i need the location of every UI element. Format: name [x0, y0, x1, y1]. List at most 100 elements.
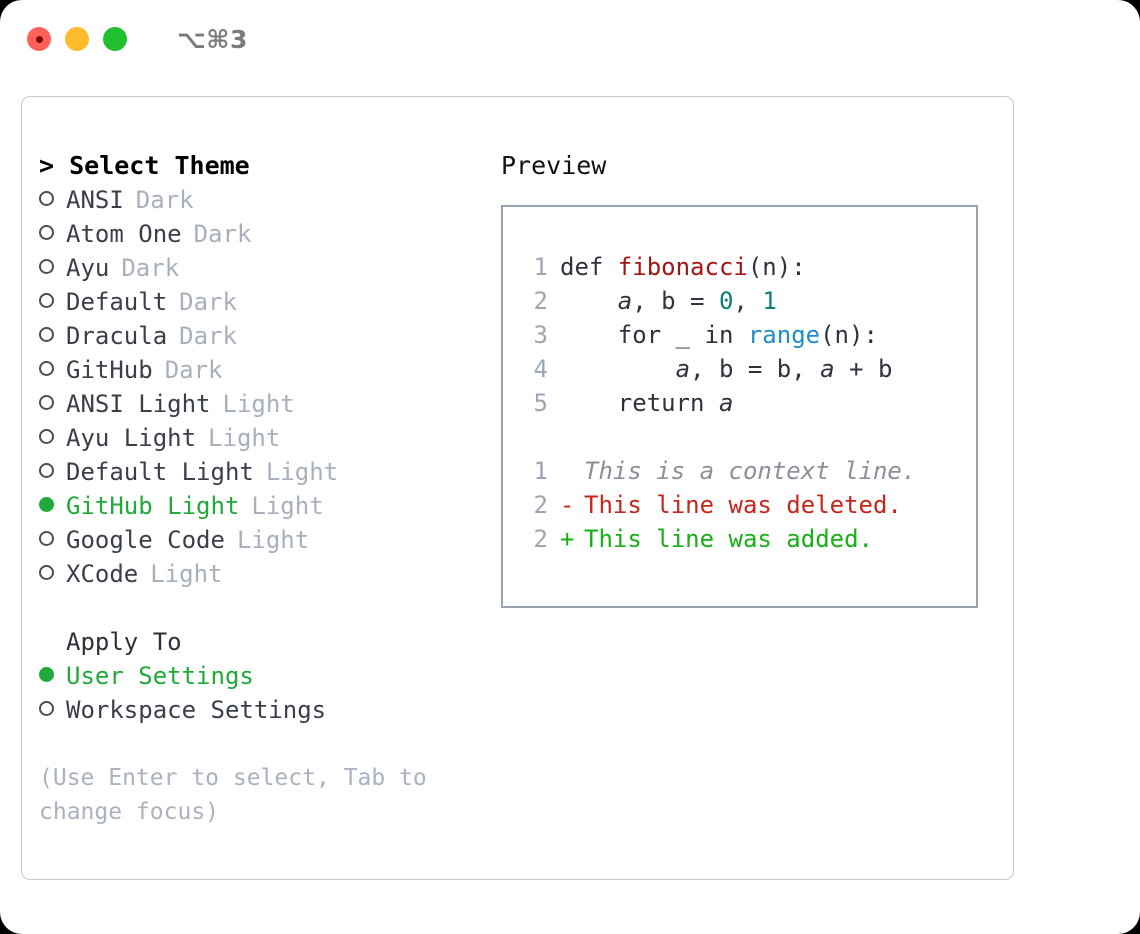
code-token-kw: def: [560, 253, 618, 281]
radio-unselected-icon[interactable]: [39, 293, 54, 308]
theme-option-google-code[interactable]: Google Code Light: [39, 523, 499, 557]
diff-line-context: 1 This is a context line.: [524, 454, 968, 488]
theme-name: Ayu Light: [66, 424, 197, 452]
radio-unselected-icon[interactable]: [39, 565, 54, 580]
diff-line-content: +This line was added.: [560, 522, 873, 556]
diff-line-content: This is a context line.: [560, 454, 916, 488]
code-token-plain: [560, 355, 676, 383]
diff-line-text: This line was deleted.: [584, 491, 902, 519]
code-token-var: a: [718, 389, 734, 417]
code-token-plain: b: [661, 287, 676, 315]
radio-selected-icon[interactable]: [39, 667, 54, 682]
theme-option-ayu-light[interactable]: Ayu Light Light: [39, 421, 499, 455]
theme-name: Default: [66, 288, 168, 316]
apply-to-option-label: User Settings: [66, 662, 254, 690]
line-number: 2: [533, 491, 548, 519]
line-number: 3: [533, 321, 548, 349]
theme-name: Atom One: [66, 220, 182, 248]
theme-variant-badge: Light: [208, 424, 281, 452]
code-token-plain: b: [877, 355, 893, 383]
theme-variant-badge: Dark: [179, 288, 237, 316]
theme-variant-badge: Dark: [164, 356, 223, 384]
code-sample: 1 def fibonacci(n): 2 a, b = 0, 1 3 for _ i…: [524, 250, 968, 556]
theme-name: ANSI: [66, 186, 124, 214]
code-token-plain: b: [718, 355, 734, 383]
preview-box: 1 def fibonacci(n): 2 a, b = 0, 1 3 for _ i…: [501, 205, 978, 608]
theme-name: GitHub Light: [66, 492, 240, 520]
radio-unselected-icon[interactable]: [39, 429, 54, 444]
code-token-plain: b: [776, 355, 792, 383]
line-number: 1: [533, 457, 548, 485]
theme-variant-badge: Dark: [179, 322, 237, 350]
code-token-punc: +: [834, 355, 878, 383]
code-line: 4 a, b = b, a + b: [524, 352, 968, 386]
title-bar: ⌥⌘3: [0, 0, 1140, 78]
code-line: 5 return a: [524, 386, 968, 420]
theme-name: ANSI Light: [66, 390, 211, 418]
radio-unselected-icon[interactable]: [39, 531, 54, 546]
keyboard-hint-text: (Use Enter to select, Tab to change focu…: [39, 765, 441, 825]
radio-unselected-icon[interactable]: [39, 463, 54, 478]
code-token-punc: =: [733, 355, 777, 383]
apply-to-option-workspace-settings[interactable]: Workspace Settings: [39, 693, 499, 727]
close-window-button[interactable]: [27, 27, 51, 51]
radio-unselected-icon[interactable]: [39, 191, 54, 206]
code-token-num: 0: [718, 287, 734, 315]
code-line-content: for _ in range(n):: [560, 318, 878, 352]
code-token-kw: return: [560, 389, 719, 417]
theme-option-default[interactable]: Default Dark: [39, 285, 499, 319]
diff-marker: [560, 454, 584, 488]
theme-name: Ayu: [66, 254, 110, 282]
radio-unselected-icon[interactable]: [39, 327, 54, 342]
code-token-punc: ,: [733, 287, 763, 315]
code-token-var: a: [617, 287, 633, 315]
radio-unselected-icon[interactable]: [39, 395, 54, 410]
code-line-content: def fibonacci(n):: [560, 250, 806, 284]
code-line-content: a, b = 0, 1: [560, 284, 777, 318]
apply-to-option-user-settings[interactable]: User Settings: [39, 659, 499, 693]
code-token-var: a: [675, 355, 691, 383]
code-token-punc: (n):: [820, 321, 878, 349]
theme-variant-badge: Light: [150, 560, 223, 588]
theme-option-ayu[interactable]: Ayu Dark: [39, 251, 499, 285]
diff-line-text: This is a context line.: [584, 457, 917, 485]
radio-unselected-icon[interactable]: [39, 361, 54, 376]
diff-line-added: 2+This line was added.: [524, 522, 968, 556]
code-token-punc: ,: [791, 355, 821, 383]
maximize-window-button[interactable]: [103, 27, 127, 51]
theme-name: Google Code: [66, 526, 225, 554]
preview-title: Preview: [501, 151, 607, 180]
theme-variant-badge: Light: [265, 458, 339, 486]
diff-line-deleted: 2-This line was deleted.: [524, 488, 968, 522]
line-number: 4: [533, 355, 548, 383]
code-line-content: a, b = b, a + b: [560, 352, 893, 386]
radio-unselected-icon[interactable]: [39, 259, 54, 274]
theme-variant-badge: Dark: [121, 254, 180, 282]
radio-unselected-icon[interactable]: [39, 701, 54, 716]
radio-unselected-icon[interactable]: [39, 225, 54, 240]
minimize-window-button[interactable]: [65, 27, 89, 51]
code-token-punc: =: [675, 287, 719, 315]
radio-selected-icon[interactable]: [39, 497, 54, 512]
code-line-content: return a: [560, 386, 734, 420]
theme-variant-badge: Light: [236, 526, 310, 554]
code-token-punc: ,: [632, 287, 662, 315]
code-token-num: 1: [762, 287, 777, 315]
line-number: 2: [533, 287, 548, 315]
code-diff-spacer: [524, 420, 968, 454]
traffic-light-buttons: [27, 27, 127, 51]
